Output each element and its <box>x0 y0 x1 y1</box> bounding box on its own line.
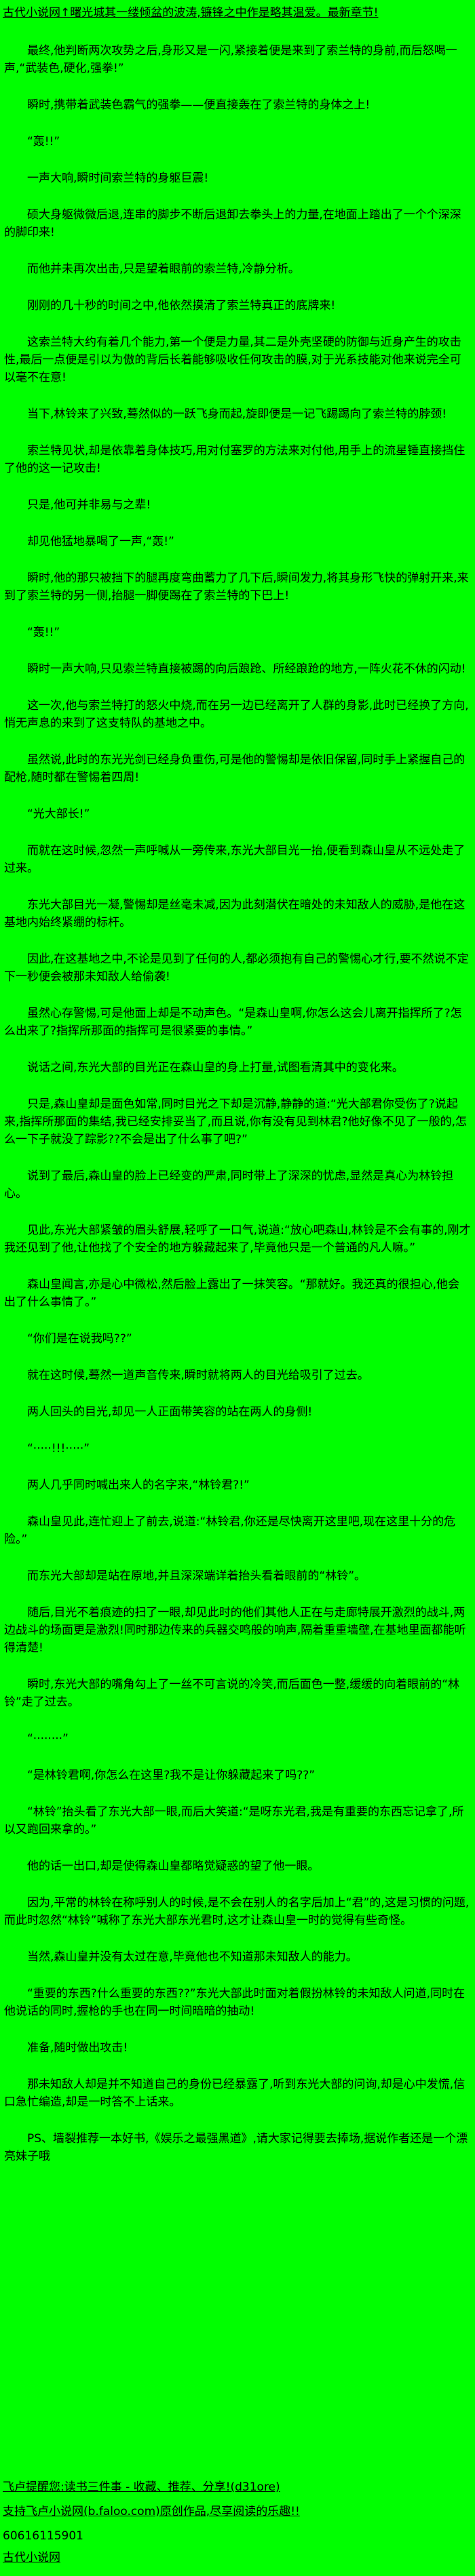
chapter-content: 最终,他判断两次攻势之后,身形又是一闪,紧接着便是来到了索兰特的身前,而后怒喝一… <box>0 23 475 2184</box>
novel-paragraph: 这索兰特大约有着几个能力,第一个便是力量,其二是外壳坚硬的防御与近身产生的攻击性… <box>4 336 461 384</box>
novel-paragraph: 说到了最后,森山皇的脸上已经变的严肃,同时带上了深深的忧虑,显然是真心为林铃担心… <box>4 1169 454 1201</box>
faloo-support-link[interactable]: 支持飞卢小说网(b.faloo.com)原创作品,尽享阅读的乐趣!! <box>3 2505 300 2518</box>
novel-paragraph: 虽然说,此时的东光光剑已经身负重伤,可是他的警惕却是依旧保留,同时手上紧握自己的… <box>4 753 466 784</box>
novel-paragraph: 而他并未再次出击,只是望着眼前的索兰特,冷静分析。 <box>27 262 300 276</box>
novel-paragraph: 而东光大部却是站在原地,并且深深端详着抬头看着眼前的“林铃”。 <box>27 1569 366 1583</box>
novel-paragraph: 瞬时一声大响,只见索兰特直接被踢的向后踉跄、所经踉跄的地方,一阵火花不休的闪动! <box>27 662 466 676</box>
novel-paragraph: PS、墙裂推荐一本好书,《娱乐之最强黑道》,请大家记得要去捧场,据说作者还是一个… <box>4 2132 468 2163</box>
novel-paragraph: 随后,目光不着痕迹的扫了一眼,却见此时的他们其他人正在与走廊特展开激烈的战斗,两… <box>4 1606 466 1655</box>
novel-paragraph: 只是,他可并非易与之辈! <box>27 498 151 512</box>
footer-number: 60616115901 <box>3 2529 83 2543</box>
novel-paragraph: 说话之间,东光大部的目光正在森山皇的身上打量,试图看清其中的变化来。 <box>27 1061 404 1074</box>
novel-paragraph: 森山皇闻言,亦是心中微松,然后脸上露出了一抹笑容。“那就好。我还真的很担心,他会… <box>4 1278 460 1309</box>
novel-paragraph: “你们是在说我吗??” <box>27 1332 132 1346</box>
novel-paragraph: 两人几乎同时喊出来人的名字来,“林铃君?!” <box>27 1478 250 1492</box>
novel-paragraph: 两人回头的目光,却见一人正面带笑容的站在两人的身侧! <box>27 1405 313 1419</box>
faloo-reminder-link[interactable]: 飞卢提醒您:读书三件事 - 收藏、推荐、分享!(d31ore) <box>3 2480 280 2494</box>
novel-paragraph: 瞬时,携带着武装色霸气的强拳——便直接轰在了索兰特的身体之上! <box>27 98 370 112</box>
novel-paragraph: 瞬时,东光大部的嘴角勾上了一丝不可言说的冷笑,而后面色一整,缓缓的向着眼前的“林… <box>4 1678 460 1709</box>
novel-paragraph: 东光大部目光一凝,警惕却是丝毫未减,因为此刻潜伏在暗处的未知敌人的威胁,是他在这… <box>4 898 466 929</box>
novel-paragraph: 那未知敌人却是并不知道自己的身份已经暴露了,听到东光大部的问询,却是心中发慌,信… <box>4 2078 466 2109</box>
novel-paragraph: 森山皇见此,连忙迎上了前去,说道:“林铃君,你还是尽快离开这里吧,现在这里十分的… <box>4 1515 456 1546</box>
novel-paragraph: 刚刚的几十秒的时间之中,他依然摸清了索兰特真正的底牌来! <box>27 299 336 313</box>
novel-paragraph: 只是,森山皇却是面色如常,同时目光之下却是沉静,静静的道:“光大部君你受伤了?说… <box>4 1098 468 1146</box>
novel-paragraph: 见此,东光大部紧皱的眉头舒展,轻呼了一口气,说道:“放心吧森山,林铃是不会有事的… <box>4 1224 471 1255</box>
page-footer: 飞卢提醒您:读书三件事 - 收藏、推荐、分享!(d31ore) 支持飞卢小说网(… <box>0 2462 475 2576</box>
novel-paragraph: 索兰特见状,却是依靠着身体技巧,用对付塞罗的方法来对付他,用手上的流星锤直接挡住… <box>4 444 466 475</box>
novel-paragraph: “重要的东西?什么重要的东西??”东光大部此时面对着假扮林铃的未知敌人问道,同时… <box>4 1987 466 2018</box>
novel-paragraph: 瞬时,他的那只被挡下的腿再度弯曲蓄力了几下后,瞬间发力,将其身形飞快的弹射开来,… <box>4 571 469 603</box>
novel-paragraph: 虽然心存警惕,可是他面上却是不动声色。“是森山皇啊,你怎么这会儿离开指挥所了?怎… <box>4 1007 462 1038</box>
novel-paragraph: 当然,森山皇并没有太过在意,毕竟他也不知道那未知敌人的能力。 <box>27 1950 358 1964</box>
novel-paragraph: “轰!!” <box>27 626 60 639</box>
novel-paragraph: 因此,在这基地之中,不论是见到了任何的人,都必须抱有自己的警惕心才行,要不然说不… <box>4 952 469 984</box>
novel-paragraph: 硕大身躯微微后退,连串的脚步不断后退卸去拳头上的力量,在地面上踏出了一个个深深的… <box>4 208 461 239</box>
novel-paragraph: 他的话一出口,却是使得森山皇都略觉疑惑的望了他一眼。 <box>27 1859 320 1873</box>
novel-paragraph: 却见他猛地暴喝了一声,“轰!” <box>27 535 174 548</box>
novel-paragraph: 一声大响,瞬时间索兰特的身躯巨震! <box>27 172 209 185</box>
novel-paragraph: “·····!!!·····” <box>27 1442 90 1455</box>
novel-paragraph: 准备,随时做出攻击! <box>27 2041 128 2055</box>
novel-paragraph: “光大部长!” <box>27 807 90 821</box>
novel-paragraph: “林铃”抬头看了东光大部一眼,而后大笑道:“是呀东光君,我是有重要的东西忘记拿了… <box>4 1805 464 1836</box>
novel-paragraph: “轰!!” <box>27 135 60 148</box>
novel-paragraph: “········” <box>27 1732 69 1746</box>
novel-paragraph: 这一次,他与索兰特打的怒火中烧,而在另一边已经离开了人群的身影,此时已经换了方向… <box>4 699 469 730</box>
novel-paragraph: 因为,平常的林铃在称呼别人的时候,是不会在别人的名字后加上“君”的,这是习惯的问… <box>4 1896 470 1927</box>
novel-paragraph: 当下,林铃来了兴致,蓦然似的一跃飞身而起,旋即便是一记飞踢踢向了索兰特的脖颈! <box>27 407 447 421</box>
chapter-title-link[interactable]: 古代小说网↑曙光城其一缕倾盆的波涛,镰锋之中作是略其温爱。最新章节! <box>3 6 379 20</box>
novel-paragraph: 最终,他判断两次攻势之后,身形又是一闪,紧接着便是来到了索兰特的身前,而后怒喝一… <box>4 44 457 75</box>
novel-paragraph: 而就在这时候,忽然一声呼喊从一旁传来,东光大部目光一抬,便看到森山皇从不远处走了… <box>4 844 466 875</box>
novel-paragraph: 就在这时候,蓦然一道声音传来,瞬时就将两人的目光给吸引了过去。 <box>27 1369 369 1382</box>
novel-paragraph: “是林铃君啊,你怎么在这里?我不是让你躲藏起来了吗??” <box>27 1769 316 1782</box>
site-name-link[interactable]: 古代小说网 <box>3 2551 60 2564</box>
